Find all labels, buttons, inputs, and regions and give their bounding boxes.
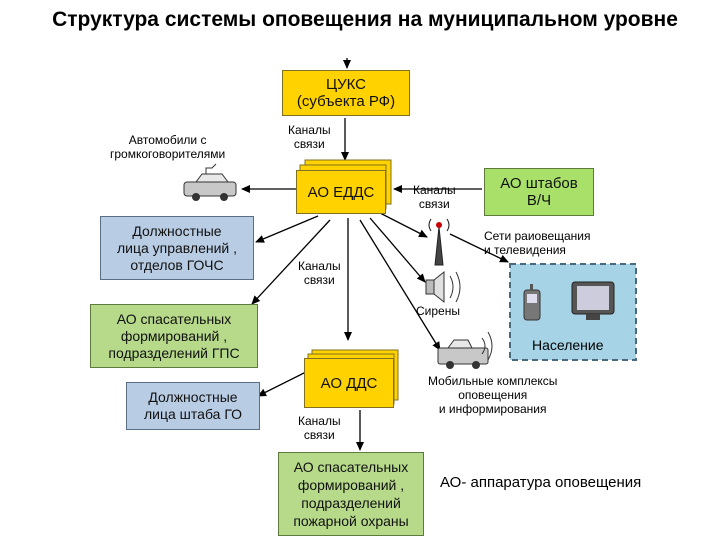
radio-tower-icon (428, 218, 450, 266)
label-sireny: Сирены (416, 304, 460, 318)
page-title: Структура системы оповещения на муниципа… (52, 8, 678, 31)
legend-ao: АО- аппаратура оповещения (440, 474, 642, 491)
node-naselenie: Население (532, 337, 604, 353)
node-ao-edds: АО ЕДДС (296, 170, 386, 214)
label-channels-1: Каналы связи (288, 123, 331, 151)
arrow-edds-siren (369, 217, 426, 283)
arrow-radio-population (449, 233, 509, 263)
arrow-edds-mobile (359, 219, 441, 351)
car-loudspeaker-icon (183, 163, 237, 201)
mobile-van-icon (437, 331, 493, 369)
siren-icon (425, 270, 461, 304)
node-ao-gps: АО спасательных формирований , подраздел… (90, 304, 258, 368)
label-seti: Сети раиовещания и телевидения (484, 229, 591, 257)
node-dolzh-gochs: Должностные лица управлений , отделов ГО… (100, 216, 254, 280)
node-ao-dds: АО ДДС (304, 358, 394, 408)
mobile-phone-icon (523, 284, 541, 321)
arrow-dds-go (257, 369, 311, 397)
label-avtomobili: Автомобили с громкоговорителями (110, 133, 226, 161)
arrow-edds-gochs (255, 215, 319, 243)
label-channels-4: Каналы связи (298, 414, 341, 442)
node-tsuks: ЦУКС (субъекта РФ) (282, 70, 410, 116)
label-channels-2: Каналы связи (413, 183, 456, 211)
node-ao-shtabov: АО штабов В/Ч (484, 168, 594, 216)
label-mobilnye: Мобильные комплексы оповещения и информи… (428, 374, 558, 416)
tv-icon (571, 281, 615, 320)
node-ao-pozhar: АО спасательных формирований , подраздел… (278, 452, 424, 536)
arrow-edds-gps (251, 219, 331, 305)
label-channels-3: Каналы связи (298, 259, 341, 287)
arrow-edds-radio (377, 211, 428, 238)
node-dolzh-go: Должностные лица штаба ГО (126, 382, 260, 430)
